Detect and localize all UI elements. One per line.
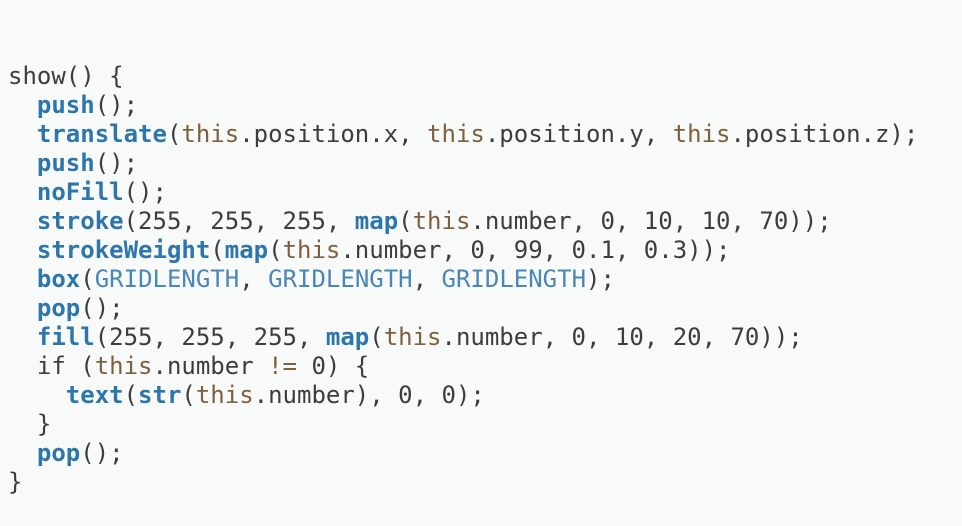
token-plain: .number, 0, 10, 10, 70)); <box>470 207 832 235</box>
token-plain: .number <box>152 352 269 380</box>
token-keyword: this <box>427 120 485 148</box>
token-plain: .number, 0, 10, 20, 70)); <box>441 323 803 351</box>
token-plain: } <box>8 410 52 438</box>
code-line: } <box>8 468 962 497</box>
token-function: noFill <box>36 178 124 206</box>
token-plain: (); <box>123 178 167 206</box>
token-constant: GRIDLENGTH <box>441 265 587 293</box>
token-plain: } <box>8 468 23 496</box>
token-plain: .number), 0, 0); <box>253 381 485 409</box>
token-plain: (); <box>94 149 139 177</box>
token-plain: if ( <box>8 352 95 380</box>
code-line: noFill(); <box>8 178 962 207</box>
token-plain <box>8 294 37 322</box>
token-plain: ( <box>398 207 413 235</box>
token-function: box <box>36 265 81 293</box>
token-keyword: this <box>195 381 254 409</box>
token-plain <box>8 178 37 206</box>
token-plain: 0) { <box>297 352 370 380</box>
token-plain: ( <box>80 265 95 293</box>
token-plain: (255, 255, 255, <box>94 323 326 351</box>
token-function: map <box>224 236 269 264</box>
token-plain <box>8 236 37 264</box>
token-plain: ( <box>166 120 182 148</box>
token-plain: .position.z); <box>730 120 919 148</box>
token-function: text <box>65 381 124 409</box>
token-plain: .number, 0, 99, 0.1, 0.3)); <box>340 236 731 264</box>
code-block: show() { push(); translate(this.position… <box>8 62 962 497</box>
code-line: stroke(255, 255, 255, map(this.number, 0… <box>8 207 962 236</box>
token-plain: ( <box>268 236 283 264</box>
code-line: box(GRIDLENGTH, GRIDLENGTH, GRIDLENGTH); <box>8 265 962 294</box>
token-function: push <box>36 91 95 119</box>
token-plain: .position.y, <box>484 120 673 148</box>
code-line: } <box>8 410 962 439</box>
token-plain <box>8 120 37 148</box>
token-plain: ( <box>123 381 139 409</box>
token-constant: GRIDLENGTH <box>268 265 413 293</box>
token-plain: ( <box>210 236 225 264</box>
token-plain: ); <box>586 265 615 293</box>
token-plain: , <box>239 265 269 293</box>
token-function: strokeWeight <box>36 236 211 264</box>
token-keyword: this <box>412 207 471 235</box>
token-keyword: this <box>181 120 240 148</box>
token-function: push <box>36 149 95 177</box>
token-plain: , <box>412 265 442 293</box>
token-function: stroke <box>36 207 124 235</box>
token-function: pop <box>36 439 81 467</box>
code-line: fill(255, 255, 255, map(this.number, 0, … <box>8 323 962 352</box>
token-plain: (255, 255, 255, <box>123 207 355 235</box>
token-plain <box>8 323 37 351</box>
token-plain <box>8 207 37 235</box>
token-keyword: != <box>268 352 297 380</box>
token-keyword: this <box>383 323 442 351</box>
token-plain: ( <box>369 323 384 351</box>
code-line: strokeWeight(map(this.number, 0, 99, 0.1… <box>8 236 962 265</box>
token-plain <box>8 91 37 119</box>
token-keyword: this <box>282 236 341 264</box>
token-function: pop <box>36 294 81 322</box>
token-function: fill <box>36 323 95 351</box>
token-plain: ( <box>181 381 196 409</box>
token-keyword: this <box>672 120 731 148</box>
token-function: map <box>354 207 399 235</box>
code-line: text(str(this.number), 0, 0); <box>8 381 962 410</box>
token-function: translate <box>36 120 167 148</box>
code-line: pop(); <box>8 439 962 468</box>
code-line: push(); <box>8 91 962 120</box>
token-plain: (); <box>80 294 124 322</box>
code-line: push(); <box>8 149 962 178</box>
token-plain: show() { <box>8 62 124 90</box>
token-plain <box>8 149 37 177</box>
code-line: show() { <box>8 62 962 91</box>
token-function: str <box>138 381 182 409</box>
token-keyword: this <box>94 352 153 380</box>
token-constant: GRIDLENGTH <box>94 265 240 293</box>
token-plain: (); <box>94 91 139 119</box>
token-plain: (); <box>80 439 124 467</box>
code-line: pop(); <box>8 294 962 323</box>
token-plain <box>8 439 37 467</box>
token-plain <box>8 381 66 409</box>
code-line: if (this.number != 0) { <box>8 352 962 381</box>
code-line: translate(this.position.x, this.position… <box>8 120 962 149</box>
token-plain <box>8 265 37 293</box>
token-plain: .position.x, <box>239 120 428 148</box>
token-function: map <box>325 323 370 351</box>
